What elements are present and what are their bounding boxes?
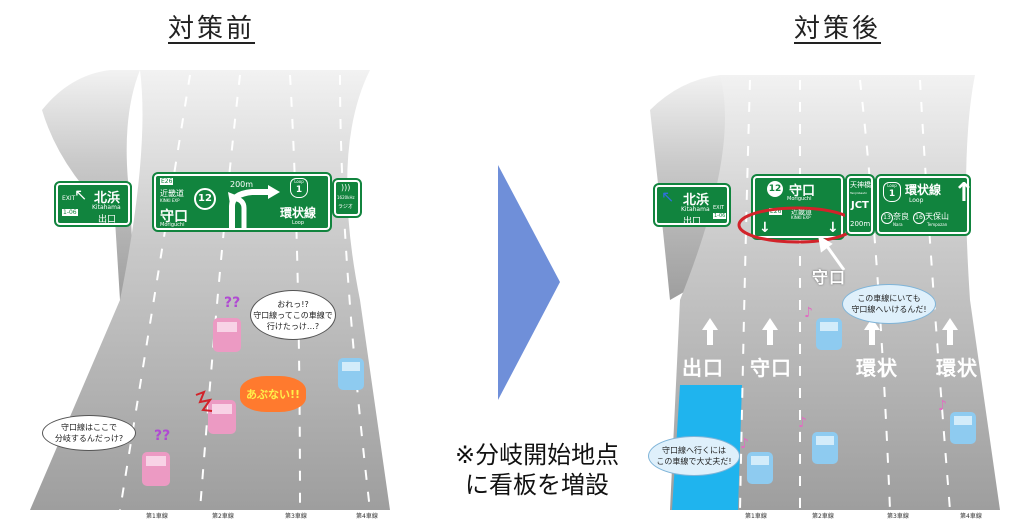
before-lane-3: 第3車線: [285, 511, 307, 520]
blue-car-4: [950, 412, 976, 444]
note-text: ※分岐開始地点 に看板を増設: [455, 440, 619, 500]
pink-car-1: [213, 318, 241, 352]
transition-arrow-icon: [498, 165, 560, 400]
after-lane-4: 第4車線: [960, 511, 982, 520]
blue-car-2: [812, 432, 838, 464]
after-lane-3: 第3車線: [887, 511, 909, 520]
music-note-icon: ♪: [938, 398, 947, 414]
blue-car-1: [816, 318, 842, 350]
music-note-icon: ♪: [740, 436, 749, 452]
question-marks-2: ??: [154, 428, 170, 444]
question-marks-1: ??: [224, 295, 240, 311]
danger-burst: あぶない!!: [240, 376, 306, 412]
before-lane-1: 第1車線: [146, 511, 168, 520]
music-note-icon: ♪: [804, 305, 813, 321]
pink-car-3: [142, 452, 170, 486]
blue-car-1: [338, 358, 364, 390]
before-thought-bubble-1: おれっ!? 守口線ってこの車線で 行けたっけ…?: [250, 290, 336, 340]
after-thought-bubble-1: この車線にいても 守口線へいけるんだ!: [842, 284, 936, 324]
after-thought-bubble-2: 守口線へ行くには この車線で大丈夫だ!: [648, 436, 740, 476]
before-lane-4: 第4車線: [356, 511, 378, 520]
blue-car-3: [747, 452, 773, 484]
pink-car-2: [208, 400, 236, 434]
before-thought-bubble-2: 守口線はここで 分岐するんだっけ?: [42, 415, 136, 451]
after-lane-2: 第2車線: [812, 511, 834, 520]
before-lane-2: 第2車線: [212, 511, 234, 520]
music-note-icon: ♪: [798, 415, 807, 431]
after-lane-1: 第1車線: [745, 511, 767, 520]
